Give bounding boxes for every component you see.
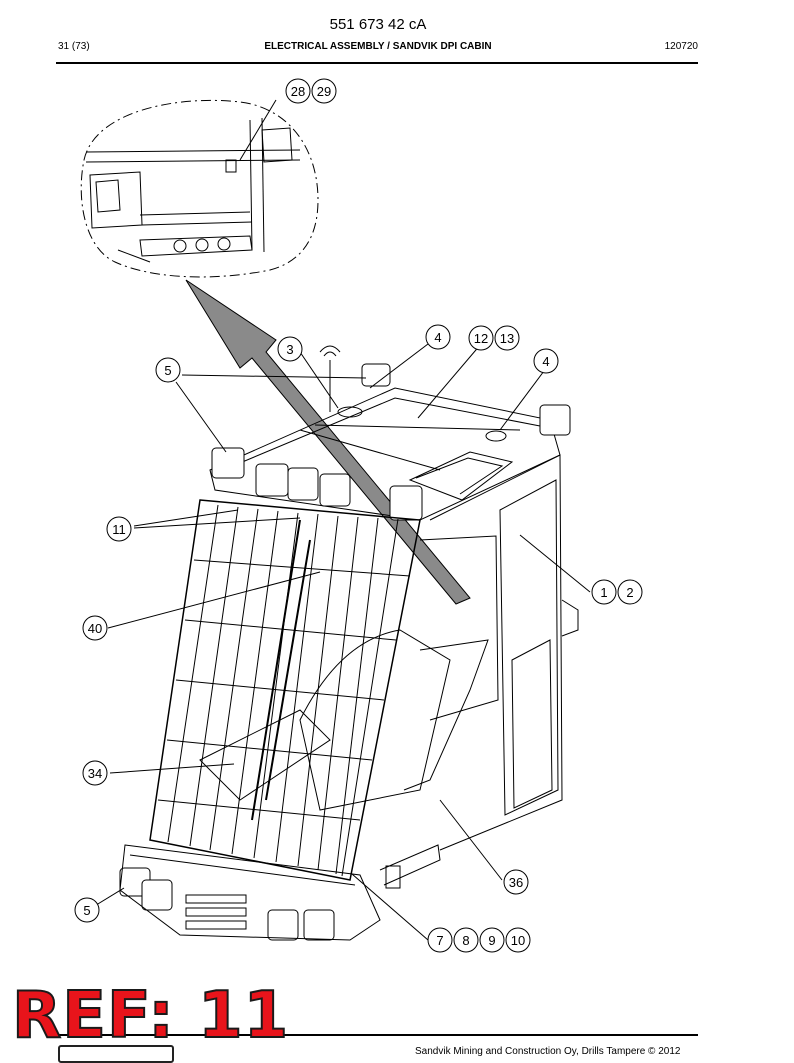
date-code: 120720 — [664, 41, 698, 52]
callout-label: 29 — [317, 84, 331, 99]
callout-label: 28 — [291, 84, 305, 99]
callout-label: 4 — [542, 354, 549, 369]
callout-label: 5 — [83, 903, 90, 918]
callout-label: 12 — [474, 331, 488, 346]
detail-view — [80, 99, 319, 278]
document-number: 551 673 42 cA — [329, 16, 427, 33]
callout-label: 2 — [626, 585, 633, 600]
callout-9: 9 — [479, 927, 505, 953]
callout-13: 13 — [494, 325, 520, 351]
page-title: ELECTRICAL ASSEMBLY / SANDVIK DPI CABIN — [264, 41, 492, 52]
callout-4-right: 4 — [533, 348, 559, 374]
callout-2: 2 — [617, 579, 643, 605]
callout-12: 12 — [468, 325, 494, 351]
callout-11: 11 — [106, 516, 132, 542]
callout-label: 40 — [88, 621, 102, 636]
callout-8: 8 — [453, 927, 479, 953]
callout-5-top: 5 — [155, 357, 181, 383]
ref-stamp: REF: 11 — [11, 979, 290, 1053]
callout-7: 7 — [427, 927, 453, 953]
callout-40: 40 — [82, 615, 108, 641]
callout-label: 5 — [164, 363, 171, 378]
callout-28: 28 — [285, 78, 311, 104]
cabin-body — [419, 454, 579, 851]
callout-1: 1 — [591, 579, 617, 605]
callout-5-bottom: 5 — [74, 897, 100, 923]
callout-label: 11 — [112, 522, 126, 537]
callout-label: 7 — [436, 933, 443, 948]
front-guard-grid — [149, 499, 489, 881]
callout-label: 1 — [600, 585, 607, 600]
detail-arrow — [185, 279, 471, 605]
callout-label: 9 — [488, 933, 495, 948]
callout-3: 3 — [277, 336, 303, 362]
footer-rule — [56, 1034, 698, 1036]
callout-29: 29 — [311, 78, 337, 104]
callout-label: 8 — [462, 933, 469, 948]
header-rule — [56, 62, 698, 64]
callout-label: 4 — [434, 330, 441, 345]
page-number: 31 (73) — [58, 41, 90, 52]
callout-label: 36 — [509, 875, 523, 890]
callout-4-top: 4 — [425, 324, 451, 350]
work-lights — [119, 363, 571, 941]
callout-label: 13 — [500, 331, 514, 346]
leader-lines — [87, 99, 591, 941]
callout-34: 34 — [82, 760, 108, 786]
callout-10: 10 — [505, 927, 531, 953]
callout-label: 34 — [88, 766, 102, 781]
callout-label: 10 — [511, 933, 525, 948]
footer-copyright: Sandvik Mining and Construction Oy, Dril… — [415, 1046, 681, 1057]
callout-label: 3 — [286, 342, 293, 357]
callout-36: 36 — [503, 869, 529, 895]
